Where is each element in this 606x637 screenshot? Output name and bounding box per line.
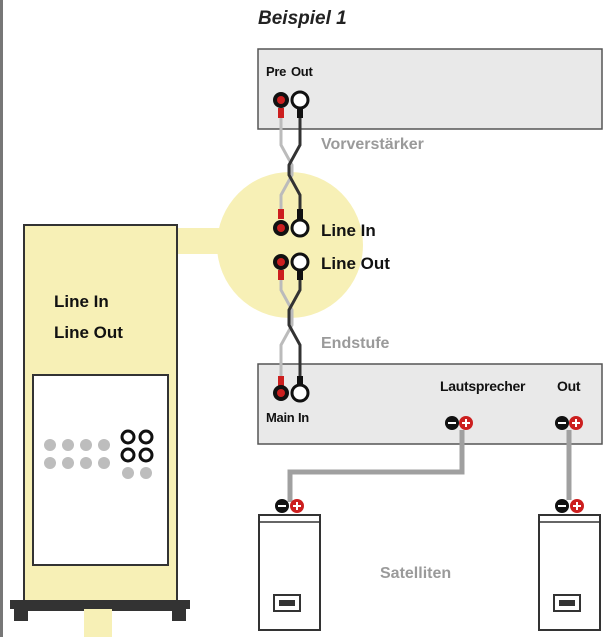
preamp-name: Vorverstärker — [321, 136, 424, 153]
page-title: Beispiel 1 — [258, 8, 347, 29]
poweramp-label-speaker: Lautsprecher — [440, 378, 526, 394]
center-line-in: Line In — [321, 221, 376, 240]
highlight-connector — [178, 228, 228, 254]
poweramp-label-out: Out — [557, 378, 581, 394]
cabinet-line-in: Line In — [54, 292, 109, 311]
cabinet-black-jacks — [120, 429, 154, 463]
cabinet — [10, 224, 190, 637]
poweramp-box — [257, 363, 603, 445]
satellites-label: Satelliten — [380, 565, 452, 582]
speaker-cables — [287, 430, 572, 502]
poweramp-label-in: In — [298, 410, 309, 425]
poweramp-name: Endstufe — [321, 335, 390, 352]
cabinet-stand — [84, 609, 112, 637]
satellite-left — [258, 499, 321, 631]
center-line-out: Line Out — [321, 254, 390, 273]
interconnect-cables — [279, 110, 302, 380]
poweramp-jacks — [273, 376, 310, 403]
preamp-label-pre: Pre — [266, 64, 287, 79]
poweramp-label-main: Main — [266, 410, 295, 425]
left-border — [0, 0, 3, 637]
preamp-jacks — [273, 90, 310, 118]
satellite-right — [538, 499, 601, 631]
center-jacks — [273, 209, 310, 280]
preamp-label-out: Out — [291, 64, 313, 79]
amp-speaker-terminals — [445, 416, 583, 430]
highlight-circle — [217, 172, 363, 318]
cabinet-line-out: Line Out — [54, 323, 123, 342]
preamp-box — [257, 48, 603, 130]
cabinet-base — [10, 600, 190, 609]
cabinet-gray-jacks — [44, 439, 152, 479]
